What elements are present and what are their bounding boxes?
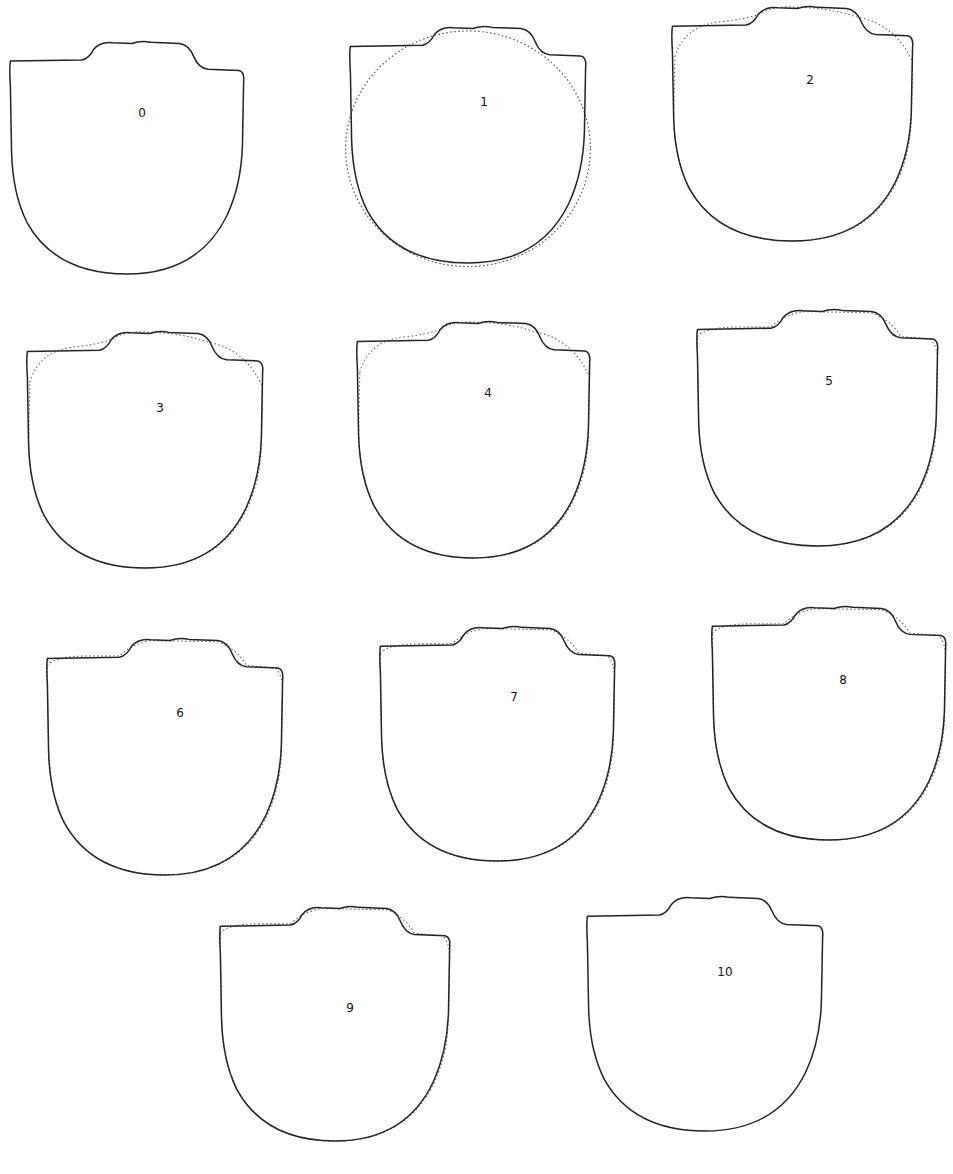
figure-number: 8 (839, 674, 847, 686)
outline-svg (585, 895, 825, 1131)
shell-outline: 6 (45, 637, 285, 875)
figure-number: 6 (176, 707, 184, 719)
shell-outline: 1 (348, 25, 588, 263)
figure-number: 9 (346, 1002, 354, 1014)
outline-svg (695, 308, 940, 546)
outline-svg (25, 330, 265, 568)
fitted-curve (380, 629, 614, 861)
shell-outline: 10 (585, 895, 825, 1131)
outline-svg (710, 605, 948, 840)
shell-outline: 4 (355, 320, 592, 558)
shell-outline: 7 (378, 625, 617, 861)
shell-outline (672, 6, 913, 241)
shell-outline (47, 638, 283, 875)
fitted-curve (220, 909, 449, 1141)
shell-outline: 2 (670, 5, 915, 241)
fitted-curve (697, 312, 937, 546)
shell-outline: 5 (695, 308, 940, 546)
figure-number: 10 (717, 966, 732, 978)
fitted-curve (29, 332, 263, 568)
figure-number: 1 (480, 96, 488, 108)
outline-svg (378, 625, 617, 861)
fitted-curve (674, 7, 913, 241)
shell-outline (587, 896, 823, 1131)
outline-svg (218, 905, 452, 1141)
shell-outline: 8 (710, 605, 948, 840)
fitted-curve (47, 641, 282, 875)
figure-number: 0 (138, 107, 146, 119)
fitted-curve (359, 322, 590, 558)
shell-outline (27, 331, 263, 568)
figure-number: 3 (156, 402, 164, 414)
shell-outline (220, 906, 450, 1141)
shell-outline: 3 (25, 330, 265, 568)
outline-svg (348, 25, 588, 263)
shell-outline (350, 26, 586, 263)
shell-outline: 0 (8, 40, 246, 274)
shell-outline (712, 606, 946, 840)
fitted-curve (712, 609, 945, 840)
outline-svg (355, 320, 592, 558)
outline-svg (670, 5, 915, 241)
outline-svg (45, 637, 285, 875)
figure-number: 5 (825, 375, 833, 387)
figure-number: 2 (806, 74, 814, 86)
shell-outline (10, 41, 244, 274)
shell-outline (357, 321, 590, 558)
figure-number: 4 (484, 387, 492, 399)
figure-number: 7 (510, 691, 518, 703)
shell-outline (697, 309, 938, 546)
shell-outline (380, 626, 615, 861)
shell-outline: 9 (218, 905, 452, 1141)
outline-svg (8, 40, 246, 274)
